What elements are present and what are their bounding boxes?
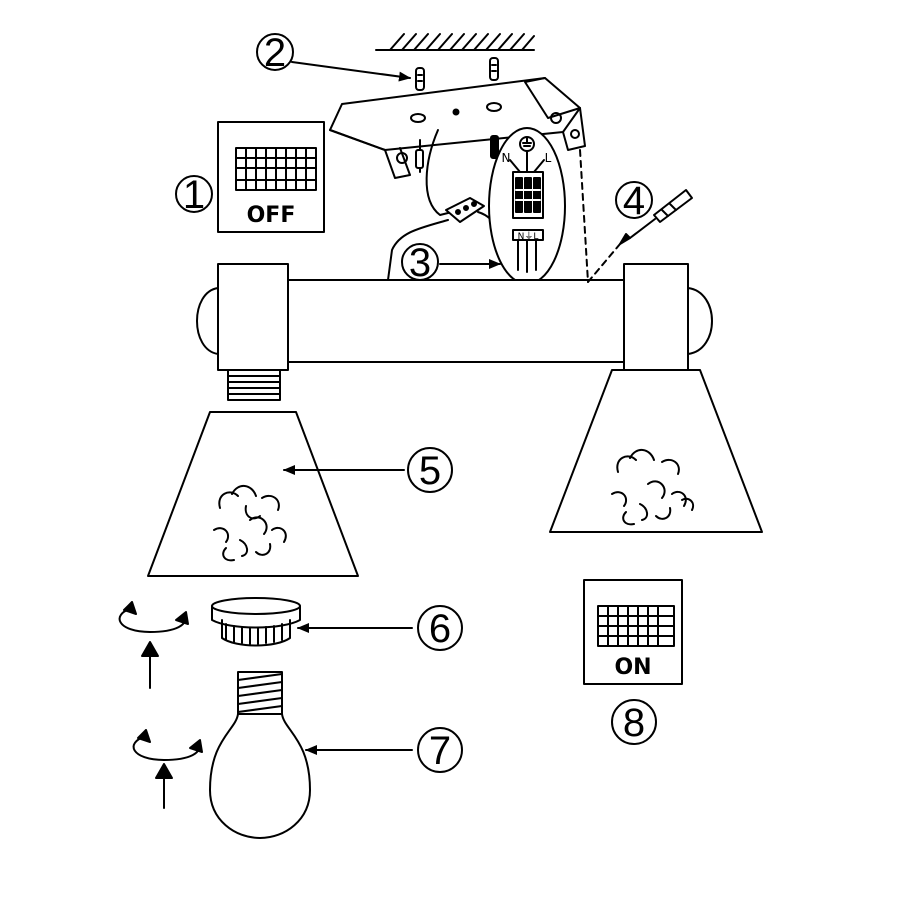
step-7-callout: 7	[417, 727, 463, 773]
rotate-arrow-icon	[132, 729, 203, 761]
step-8-number: 8	[623, 701, 645, 745]
leader-arrow-2	[291, 61, 411, 82]
step-1-callout: 1	[175, 173, 213, 217]
switch-panel-icon	[217, 121, 325, 233]
step-5-callout: 5	[407, 447, 453, 493]
lamp-bar	[196, 263, 713, 401]
lamp-shade	[147, 411, 359, 577]
screw-icon	[415, 67, 425, 173]
switch-on-label: ON	[614, 655, 651, 680]
step-3-callout: 3	[401, 241, 439, 285]
step-1-number: 1	[183, 173, 205, 217]
dashed-guide	[579, 149, 589, 283]
step-7-number: 7	[429, 729, 451, 773]
step-8-callout: 8	[611, 699, 657, 745]
up-arrow-icon	[141, 641, 159, 689]
step-3-number: 3	[409, 241, 431, 285]
dashed-guide	[587, 243, 621, 283]
step-4-number: 4	[623, 179, 645, 223]
up-arrow-icon	[155, 763, 173, 809]
ceiling-hatch	[375, 33, 535, 51]
step-2-number: 2	[264, 31, 286, 75]
step-4-callout: 4	[615, 179, 653, 223]
screw-icon	[489, 57, 499, 159]
step-5-number: 5	[419, 449, 441, 493]
terminal-live-label: L	[545, 151, 552, 165]
connector-icon	[445, 197, 485, 223]
rotate-arrow-icon	[118, 601, 189, 633]
terminal-block-icon	[488, 127, 566, 285]
lamp-shade	[549, 369, 763, 533]
terminal-neutral-label: N	[502, 151, 511, 165]
switch-off-label: OFF	[247, 203, 296, 228]
step-6-number: 6	[429, 607, 451, 651]
step-6-callout: 6	[417, 605, 463, 651]
shade-ring	[211, 597, 301, 647]
light-bulb	[209, 671, 311, 839]
step-2-callout: 2	[256, 31, 294, 75]
screwdriver-icon	[619, 189, 693, 245]
switch-panel-icon	[583, 579, 683, 685]
terminal-block-label: N⏚L	[518, 231, 539, 242]
